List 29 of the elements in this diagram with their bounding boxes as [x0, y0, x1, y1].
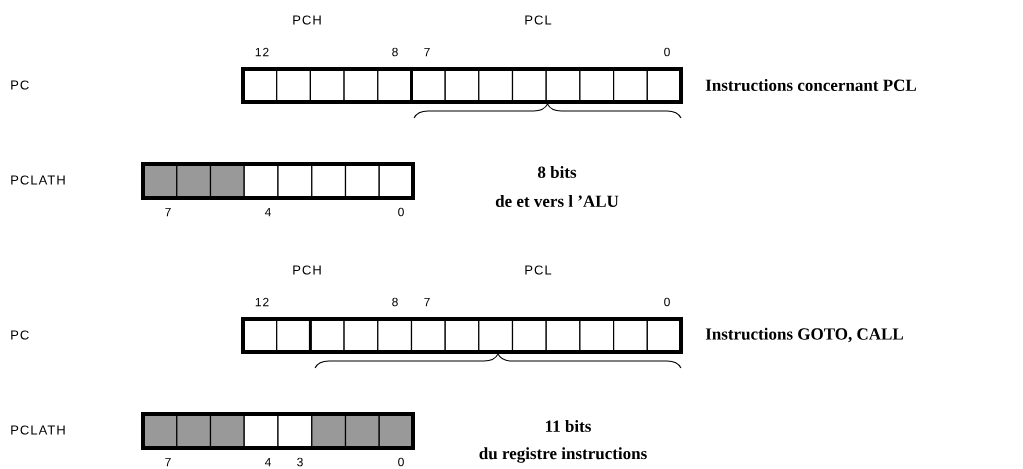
field-label: PCL — [525, 15, 552, 25]
bit-number: 12 — [255, 47, 269, 57]
register-name: PCLATH — [11, 175, 65, 185]
field-label: PCL — [525, 265, 552, 275]
bit-number: 0 — [664, 47, 670, 57]
bit-number: 0 — [664, 297, 670, 307]
note: Instructions GOTO, CALL — [705, 327, 903, 343]
bit-number: 7 — [165, 457, 171, 467]
bit-number: 7 — [424, 297, 430, 307]
note: 11 bits — [546, 420, 591, 432]
bit-number: 4 — [264, 207, 271, 217]
note: de et vers l ’ALU — [495, 195, 619, 207]
bit-number: 8 — [392, 47, 398, 57]
bit-number: 7 — [424, 47, 430, 57]
field-label: PCH — [293, 265, 321, 275]
bit-number: 12 — [255, 297, 269, 307]
bit-number: 0 — [398, 207, 404, 217]
register-name: PC — [11, 80, 29, 90]
note: 8 bits — [537, 166, 577, 178]
note: du registre instructions — [479, 447, 647, 463]
field-label: PCH — [293, 15, 321, 25]
bit-number: 7 — [165, 207, 171, 217]
register-name: PCLATH — [11, 425, 65, 435]
register-name: PC — [11, 330, 29, 340]
bit-number: 4 — [264, 457, 271, 467]
bit-number: 3 — [297, 457, 303, 467]
note: Instructions concernant PCL — [705, 79, 917, 91]
bit-number: 8 — [392, 297, 398, 307]
bit-number: 0 — [398, 457, 404, 467]
